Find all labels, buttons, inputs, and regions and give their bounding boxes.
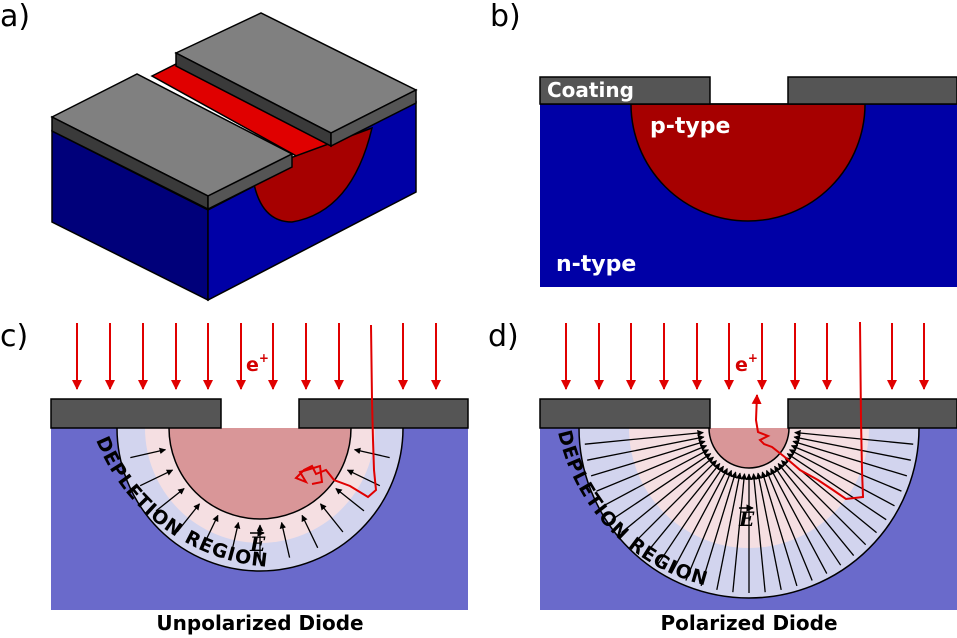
field-arrows	[130, 447, 390, 561]
coating-label: Coating	[547, 78, 634, 102]
field-arrow	[139, 469, 174, 487]
field-arrow	[792, 439, 908, 477]
charge-label: e+	[246, 351, 269, 376]
n-type-label: n-type	[556, 252, 636, 277]
field-arrow	[794, 429, 914, 445]
coating-left	[50, 398, 222, 429]
panel-d-label: d)	[488, 319, 519, 354]
particle-track	[751, 321, 865, 501]
panel-c: c) e+ E DEPLETION REGION Unpolarized Dio…	[0, 319, 469, 635]
panel-b-label: b)	[490, 0, 521, 34]
field-arrow	[319, 503, 344, 533]
field-arrow	[643, 463, 721, 556]
field-arrow	[765, 469, 813, 581]
field-arrow	[229, 521, 241, 558]
field-arrow	[700, 471, 738, 587]
panel-a: a)	[0, 0, 418, 302]
p-type-label: p-type	[650, 114, 730, 139]
panel-d: d) e+ E DEPLETION REGION Polarized Diode	[488, 319, 957, 635]
coating-left	[539, 398, 711, 429]
field-arrow	[760, 471, 798, 587]
field-arrow	[176, 503, 201, 533]
field-arrow	[790, 444, 902, 492]
field-arrow	[587, 434, 705, 461]
field-arrow	[130, 447, 167, 459]
field-arrow	[155, 487, 185, 512]
field-arrow	[786, 453, 887, 521]
field-arrow	[732, 473, 748, 593]
field-arrow	[631, 460, 717, 546]
coating-right	[787, 398, 957, 429]
field-arrow	[793, 434, 911, 461]
field-arrow	[774, 465, 842, 566]
field-arrow	[590, 439, 706, 477]
coating-left-front	[207, 152, 293, 211]
field-arrow	[603, 449, 710, 507]
field-arrow	[611, 453, 712, 521]
field-arrow	[755, 472, 782, 590]
coating-left	[539, 76, 711, 105]
panel-a-label: a)	[0, 0, 30, 34]
field-label: E	[738, 507, 755, 531]
p-type-region	[708, 428, 790, 469]
field-arrow	[670, 467, 728, 574]
field-arrow	[788, 449, 895, 507]
field-arrow	[301, 514, 319, 549]
particle-track	[294, 324, 378, 499]
field-arrow	[596, 444, 708, 492]
field-arrow	[750, 473, 766, 593]
field-arrow	[770, 467, 828, 574]
field-arrow	[781, 460, 867, 546]
field-arrow	[201, 514, 219, 549]
panel-c-caption: Unpolarized Diode	[156, 611, 363, 635]
field-arrow	[685, 469, 733, 581]
radiation-rays	[72, 323, 441, 390]
field-arrow	[335, 487, 365, 512]
panel-d-caption: Polarized Diode	[660, 611, 837, 635]
p-type-region	[630, 103, 866, 222]
field-arrow	[777, 463, 855, 556]
field-arrow	[584, 429, 704, 445]
panel-c-label: c)	[0, 319, 28, 354]
panel-b: b) Coating p-type n-type	[490, 0, 957, 287]
field-arrow	[656, 465, 724, 566]
charge-label: e+	[735, 351, 758, 376]
coating-right-front	[330, 88, 417, 148]
p-type-region	[168, 428, 352, 520]
radiation-rays	[561, 323, 929, 390]
coating-right	[298, 398, 469, 429]
p-region-cross-section	[251, 126, 374, 223]
field-label: E	[249, 532, 266, 556]
field-arrow	[353, 447, 390, 459]
coating-right	[787, 76, 957, 105]
field-arrow	[279, 521, 291, 558]
field-arrow	[716, 472, 743, 590]
field-arrow	[621, 456, 714, 534]
